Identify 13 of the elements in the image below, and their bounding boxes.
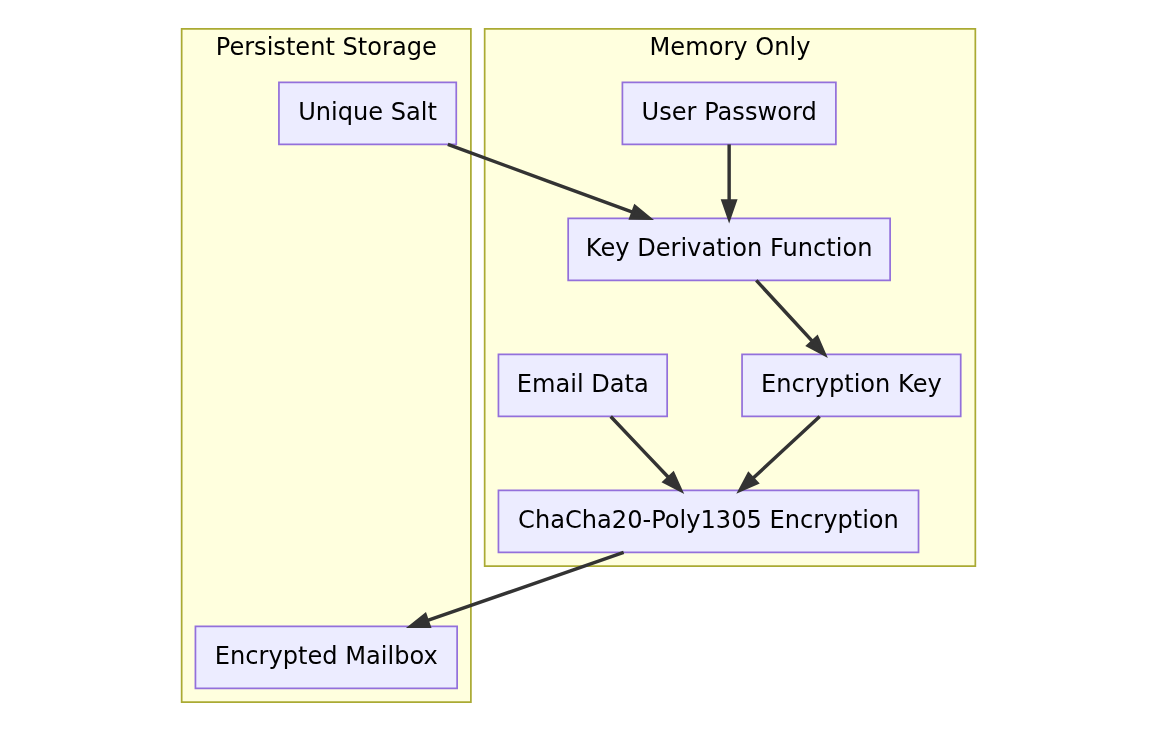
arrow bbox=[735, 415, 821, 494]
node-box: Key Derivation Function bbox=[566, 217, 891, 282]
arrow bbox=[720, 144, 738, 224]
node-box: Encryption Key bbox=[740, 353, 962, 418]
arrow bbox=[754, 279, 828, 359]
node-box: ChaCha20-Poly1305 Encryption bbox=[497, 489, 919, 554]
node-box: Encrypted Mailbox bbox=[194, 625, 458, 690]
node-box: Email Data bbox=[497, 353, 668, 418]
node-box: Unique Salt bbox=[277, 81, 457, 146]
arrow bbox=[446, 142, 654, 221]
node-box: User Password bbox=[621, 81, 837, 146]
arrow bbox=[608, 415, 684, 495]
arrow bbox=[405, 550, 624, 629]
